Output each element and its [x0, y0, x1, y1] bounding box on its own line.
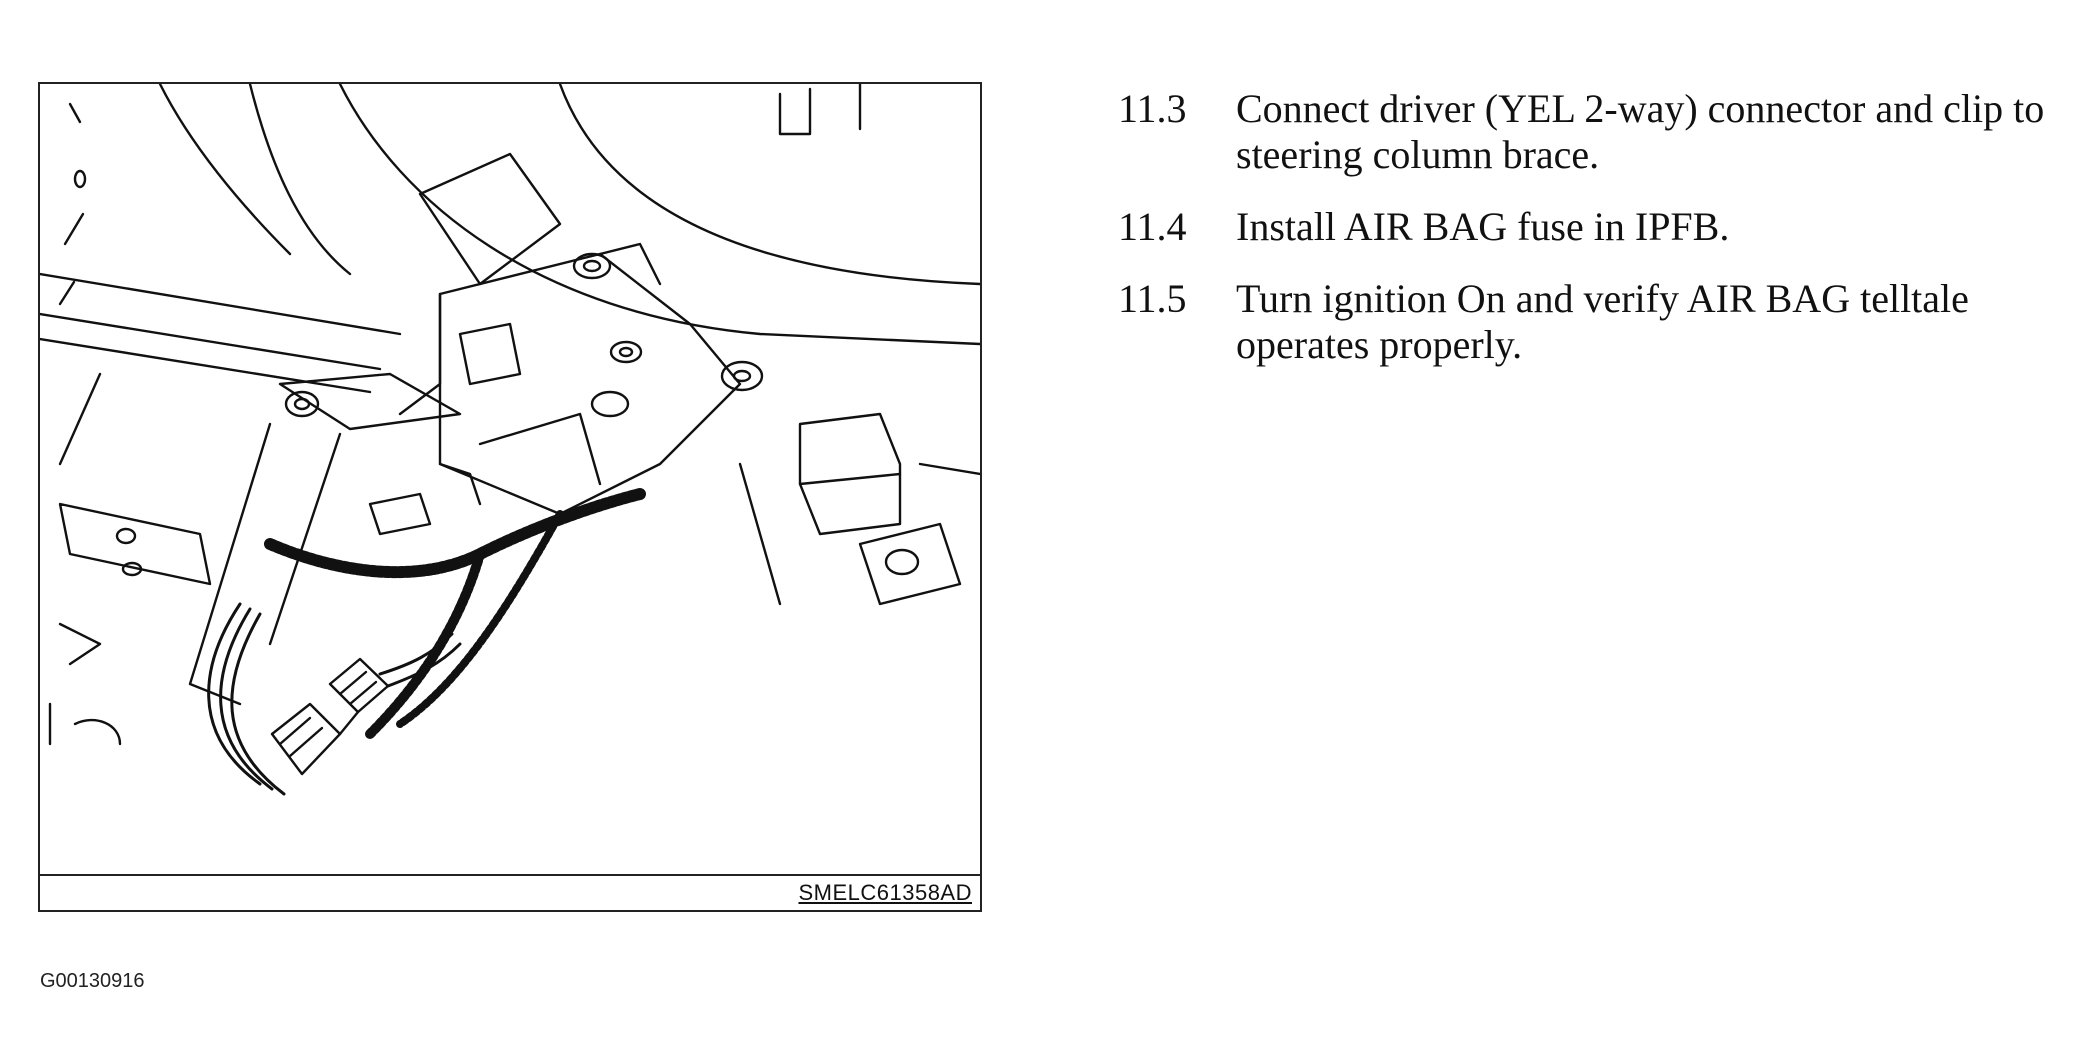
step-number: 11.3 — [1118, 86, 1187, 131]
step-item: 11.4 Install AIR BAG fuse in IPFB. — [1118, 204, 2058, 250]
steering-column-illustration — [40, 84, 980, 796]
figure-frame: SMELC61358AD — [38, 82, 982, 912]
document-id: G00130916 — [40, 970, 145, 992]
step-text: Connect driver (YEL 2-way) connector and… — [1236, 86, 2045, 177]
procedure-steps: 11.3 Connect driver (YEL 2-way) connecto… — [1118, 86, 2058, 394]
step-number: 11.4 — [1118, 204, 1187, 249]
step-number: 11.5 — [1118, 276, 1187, 321]
step-text: Turn ignition On and verify AIR BAG tell… — [1236, 276, 1969, 367]
caption-rule — [40, 874, 980, 876]
step-item: 11.5 Turn ignition On and verify AIR BAG… — [1118, 276, 2058, 368]
step-item: 11.3 Connect driver (YEL 2-way) connecto… — [1118, 86, 2058, 178]
figure-code: SMELC61358AD — [798, 880, 972, 905]
step-text: Install AIR BAG fuse in IPFB. — [1236, 204, 1730, 249]
